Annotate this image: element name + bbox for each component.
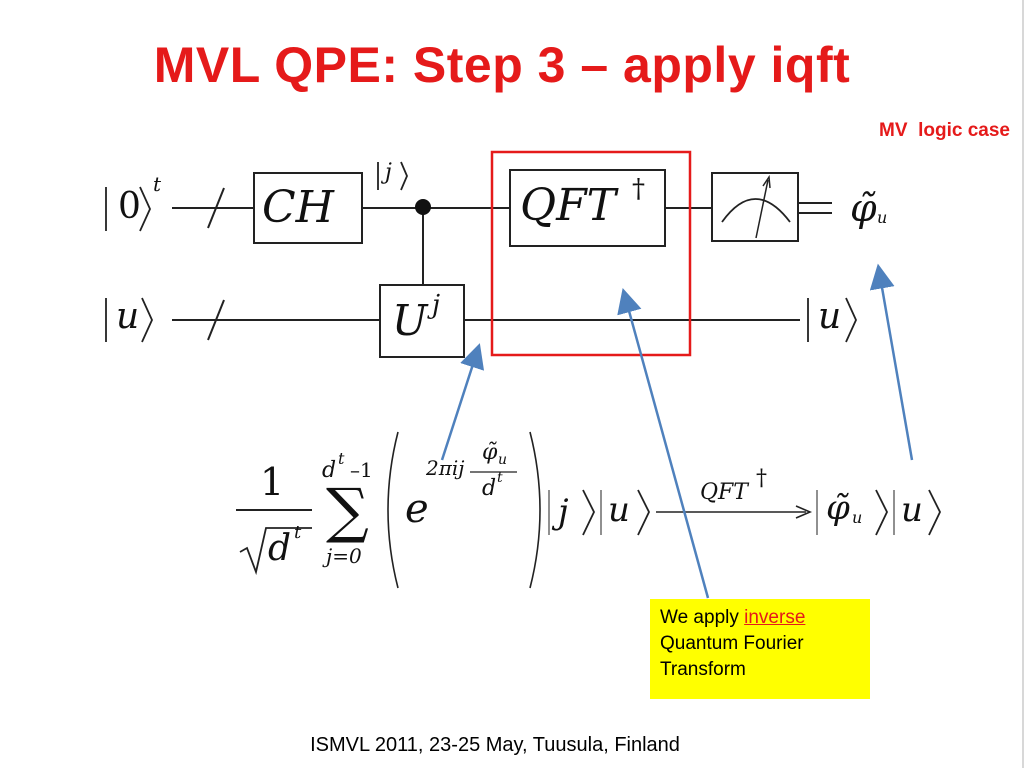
result-phase: φ̃	[826, 488, 850, 528]
arrow-to-u-gate	[440, 343, 485, 461]
top-wire-slash	[207, 187, 225, 229]
output-phase-sub: u	[877, 208, 888, 227]
sum-upper-rest: –1	[350, 458, 373, 482]
meter-icon	[711, 172, 799, 242]
u-gate-box	[379, 284, 465, 358]
ch-gate-label: CH	[262, 182, 335, 233]
ch-gate-box	[253, 172, 363, 244]
top-input-ket: 0	[118, 186, 141, 227]
qft-gate-box	[509, 169, 666, 247]
exp-frac-num-sub: u	[498, 452, 508, 468]
arrow-label-sup: †	[756, 466, 767, 491]
arrow-label: QFT	[700, 480, 748, 505]
output-ket: u	[818, 296, 842, 337]
formula-numerator: 1	[260, 460, 285, 504]
note-line-3: Transform	[660, 659, 746, 680]
top-wire	[172, 202, 832, 214]
exp-frac-num: φ̃	[482, 440, 498, 465]
slide-title: MVL QPE: Step 3 – apply iqft	[153, 37, 851, 93]
u-gate-sup: j	[432, 290, 441, 320]
note-line-2: Quantum Fourier	[660, 633, 804, 654]
note-box: We apply inverse Quantum Fourier Transfo…	[650, 599, 870, 699]
arrow-to-qft	[617, 287, 710, 599]
control-dot-icon	[415, 199, 431, 215]
u-gate-label: U	[392, 296, 428, 345]
note-highlight: inverse	[744, 607, 806, 628]
bottom-wire-slash	[207, 299, 225, 341]
top-input-sup: t	[153, 172, 162, 196]
result-ket: u	[901, 490, 923, 530]
slide-footer: ISMVL 2011, 23-25 May, Tuusula, Finland	[310, 734, 680, 756]
sum-symbol: ∑	[326, 476, 369, 546]
sum-lower: j=0	[326, 544, 362, 568]
slide-subtitle: MV logic case	[879, 120, 1010, 141]
sum-upper-base: d	[322, 458, 337, 483]
formula-root-base: d	[268, 528, 292, 569]
bottom-input-ket: u	[116, 296, 140, 337]
slide-edge	[1022, 0, 1024, 768]
formula-ket-j: j	[558, 492, 569, 532]
pointer-arrows	[440, 263, 914, 599]
exp-prefix: 2πij	[426, 456, 465, 480]
exp-frac-den: d	[482, 476, 497, 501]
sum-upper-sup: t	[338, 449, 345, 468]
exp-base: e	[405, 486, 429, 532]
result-phase-sub: u	[852, 508, 863, 527]
note-line-1: We apply inverse	[660, 607, 806, 628]
exp-frac-den-sup: t	[497, 470, 503, 486]
formula-geometry	[236, 431, 942, 589]
output-phase: φ̃	[850, 186, 877, 230]
arrow-to-phase	[869, 263, 914, 461]
circuit-kets	[105, 161, 857, 343]
formula-root-sup: t	[294, 522, 302, 543]
formula-ket-u: u	[608, 490, 630, 530]
highlight-box	[490, 150, 692, 357]
qft-gate-sup: †	[632, 174, 645, 204]
qft-gate-label: QFT	[520, 180, 616, 231]
j-ket-label: j	[385, 160, 392, 185]
